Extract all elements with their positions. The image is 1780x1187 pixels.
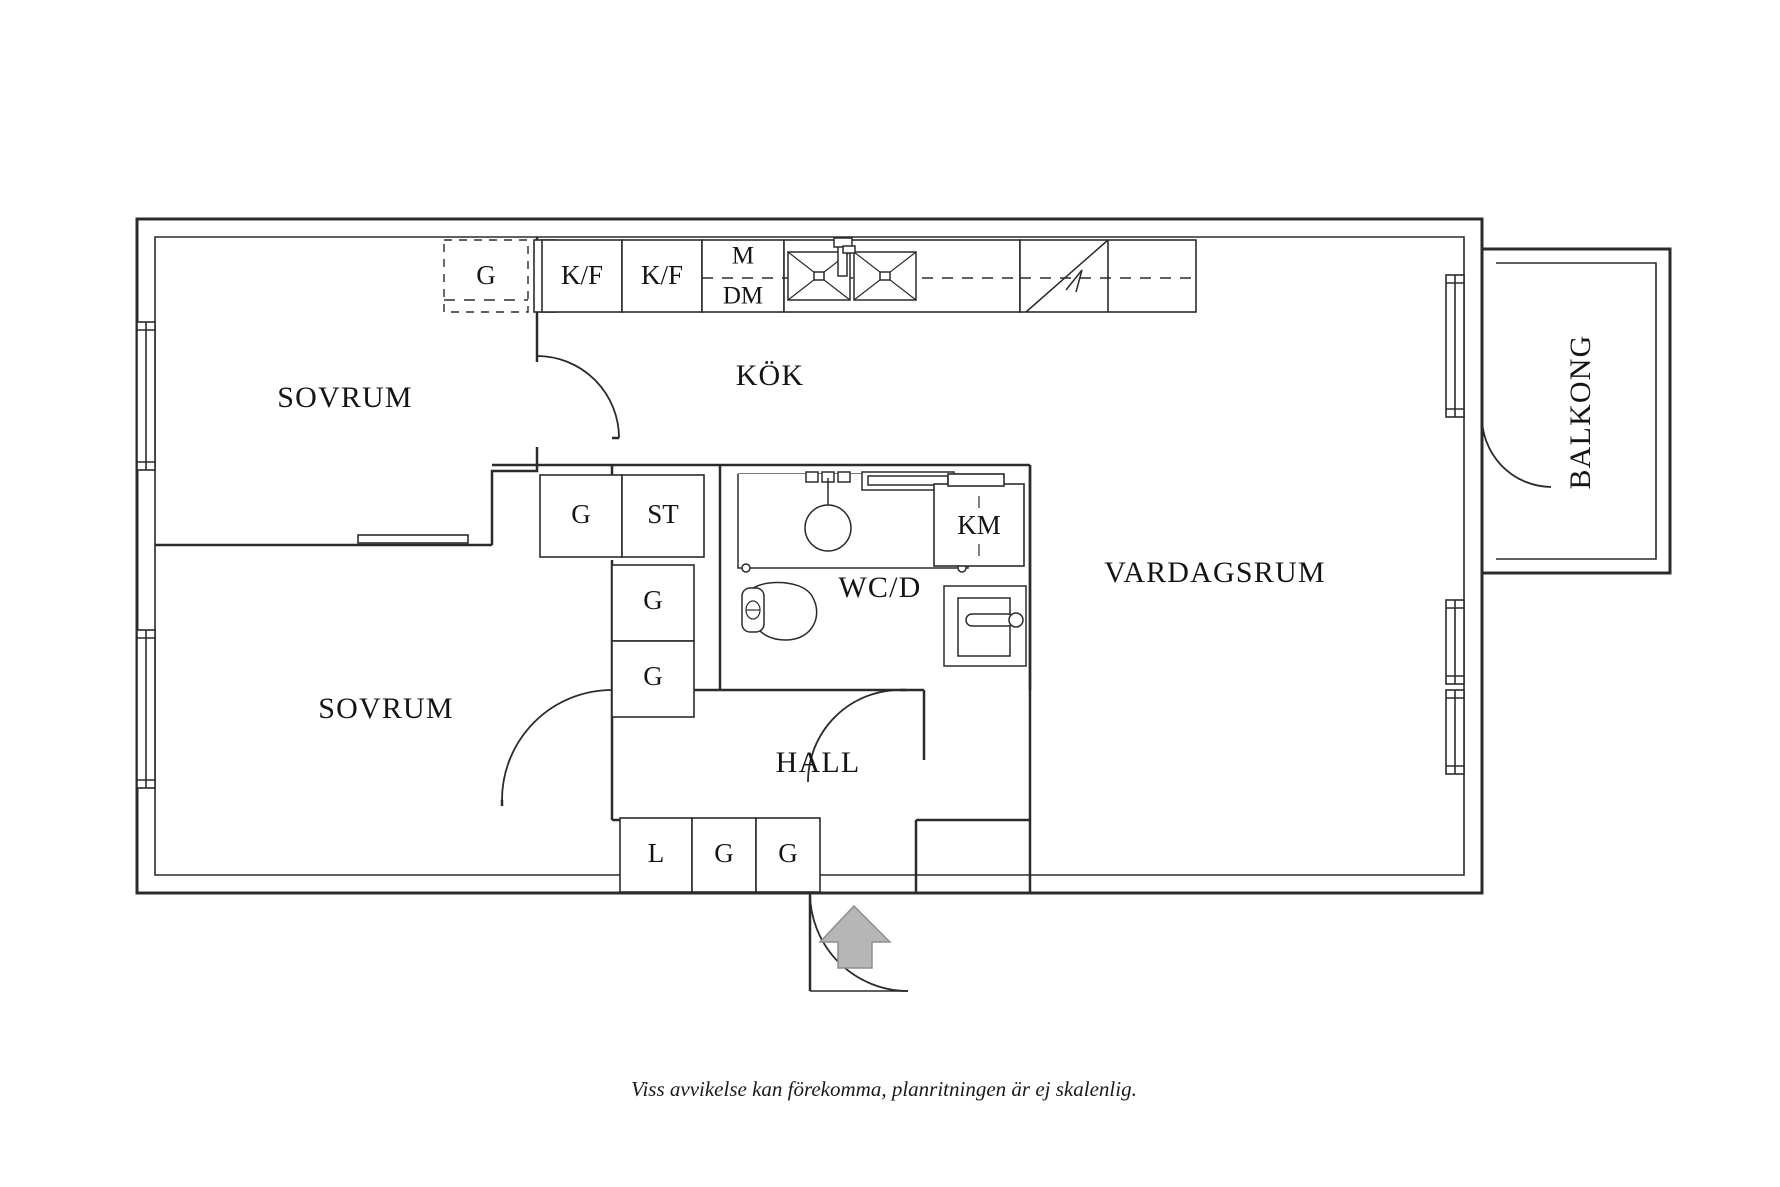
room-label-hall: HALL <box>776 746 861 779</box>
cabinet-label-dm: DM <box>723 283 763 310</box>
window-left-upper <box>136 321 156 471</box>
balcony-door[interactable] <box>1480 414 1552 488</box>
closet-label-g-low-2: G <box>778 838 798 868</box>
sovrum-1-door[interactable] <box>535 355 620 440</box>
sliding-door-panel <box>357 534 469 544</box>
wash-basin-icon <box>943 585 1027 667</box>
kitchen-faucet-icon <box>833 237 856 277</box>
room-label-sovrum-2: SOVRUM <box>318 692 454 725</box>
window-left-lower <box>136 629 156 789</box>
closet-g-upper <box>539 474 623 558</box>
cabinet-g-dashed <box>443 239 529 313</box>
wc-door[interactable] <box>807 688 906 783</box>
plan-caption: Viss avvikelse kan förekomma, planritnin… <box>631 1077 1137 1101</box>
kitchen-counter-row <box>443 237 1197 313</box>
closet-label-g-col-1: G <box>643 585 663 615</box>
stove-hob-icon <box>1025 239 1109 313</box>
cabinet-label-kf-2: K/F <box>641 260 683 290</box>
closet-label-g-upper: G <box>571 499 591 529</box>
closet-label-st: ST <box>647 499 679 529</box>
shower-head-icon <box>804 471 852 552</box>
balcony-structure <box>1482 247 1672 575</box>
km-washing-machine <box>933 473 1025 567</box>
room-label-wc-d: WC/D <box>838 571 921 604</box>
closet-group-g-st <box>539 474 705 558</box>
closet-label-g-low-1: G <box>714 838 734 868</box>
closet-g-col-1 <box>611 564 695 642</box>
room-label-sovrum-1: SOVRUM <box>277 381 413 414</box>
kitchen-sink-basin-right <box>853 251 917 301</box>
window-right-upper <box>1445 274 1465 418</box>
closet-label-g-col-2: G <box>643 661 663 691</box>
closet-column-g <box>611 564 695 718</box>
closet-g-col-2 <box>611 640 695 718</box>
room-label-vardagsrum: VARDAGSRUM <box>1104 556 1326 589</box>
closet-l <box>619 817 693 893</box>
closet-g-low-2 <box>755 817 821 893</box>
closet-st <box>621 474 705 558</box>
entrance-direction-arrow <box>818 904 892 969</box>
room-label-kok: KÖK <box>736 359 805 392</box>
cabinet-label-m: M <box>732 243 754 270</box>
cabinet-label-kf-1: K/F <box>561 260 603 290</box>
window-right-lower <box>1445 689 1465 775</box>
closet-group-lower <box>619 817 821 893</box>
cabinet-label-g-dashed: G <box>476 260 496 290</box>
km-label: KM <box>957 510 1001 540</box>
toilet-icon <box>741 581 818 641</box>
window-right-middle <box>1445 599 1465 685</box>
room-label-balkong: BALKONG <box>1564 334 1597 489</box>
towel-rail <box>861 471 955 491</box>
sovrum-2-door[interactable] <box>500 689 613 806</box>
closet-label-l: L <box>648 838 665 868</box>
closet-g-low-1 <box>691 817 757 893</box>
